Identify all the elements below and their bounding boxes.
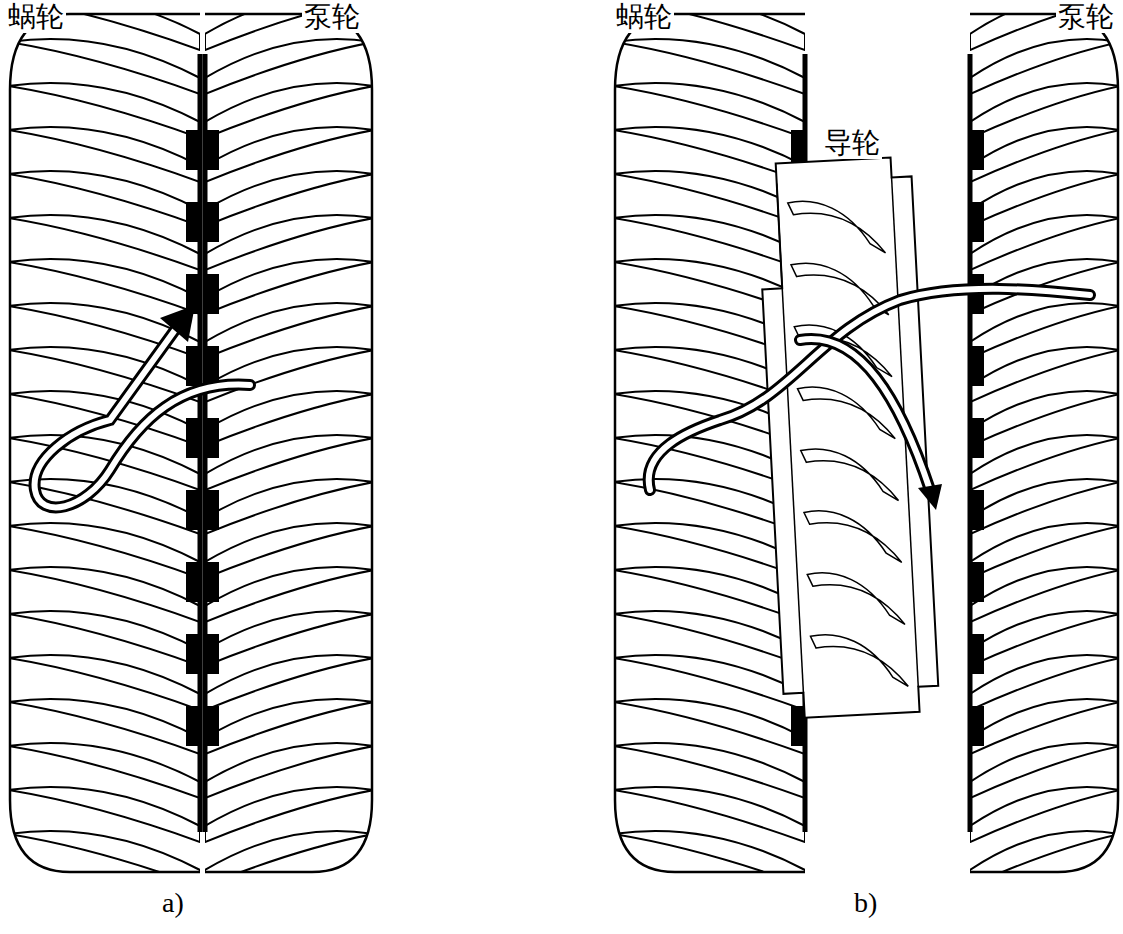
blade [8, 875, 200, 930]
stator-blade [807, 569, 905, 630]
stator-blade [788, 197, 886, 258]
part-name: 泵轮 [1056, 2, 1116, 33]
hub-core [968, 562, 984, 602]
hub-core [203, 130, 219, 170]
flow-arrow [649, 289, 1090, 490]
panel-label: a) [160, 888, 186, 919]
hub-core [186, 346, 202, 386]
hub-core [186, 706, 202, 746]
stator-drawing [756, 156, 940, 718]
hub-core [203, 274, 219, 314]
part-name: 蜗轮 [6, 2, 66, 33]
hub-core [968, 706, 984, 746]
hub-core [203, 634, 219, 674]
hub-core [203, 706, 219, 746]
flow-arrows [35, 289, 1090, 510]
hub-core [203, 490, 219, 530]
blade [970, 875, 1120, 930]
blade [613, 831, 805, 886]
hub-core [968, 418, 984, 458]
hub-core [186, 634, 202, 674]
hub-core [968, 202, 984, 242]
blade [8, 831, 200, 886]
hub-core [186, 202, 202, 242]
hub-core [203, 418, 219, 458]
blade [613, 875, 805, 930]
part-name: 蜗轮 [614, 2, 674, 33]
hub-core [203, 202, 219, 242]
hub-core [186, 490, 202, 530]
hub-core [968, 346, 984, 386]
hub-core [186, 418, 202, 458]
hub-core [186, 562, 202, 602]
flow-arrow [35, 330, 250, 507]
hub-core [186, 130, 202, 170]
hub-core [968, 130, 984, 170]
stator-blade [801, 445, 899, 506]
panel-label: b) [852, 888, 879, 919]
part-name: 导轮 [822, 128, 882, 159]
hub-core [968, 634, 984, 674]
hub-core [203, 562, 219, 602]
blade [205, 875, 374, 930]
blade [205, 831, 374, 886]
hub-core [203, 346, 219, 386]
hub-core [968, 490, 984, 530]
wheel-drawings [8, 0, 1120, 930]
stator-blade [810, 630, 908, 691]
part-name: 泵轮 [302, 2, 362, 33]
flow-arrow [800, 339, 930, 490]
stator-blade [804, 507, 902, 568]
